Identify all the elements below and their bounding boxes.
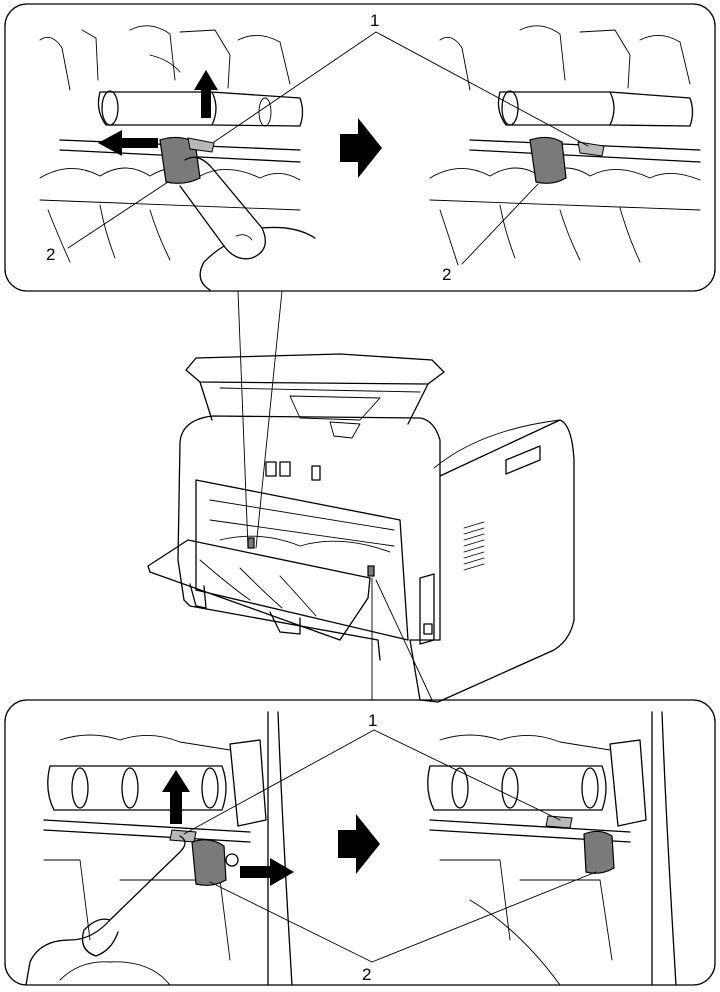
connector-top-right: [255, 290, 283, 549]
lever-1-top-left: [187, 137, 215, 153]
machine-illustration: [147, 353, 575, 703]
leader-1-left: [213, 31, 377, 143]
lever-2-bottom-left: [191, 839, 227, 886]
leader-bottom-2-left: [209, 881, 373, 963]
callout-2-top-right: 2: [442, 265, 451, 284]
leader-bottom-1-right: [373, 729, 561, 821]
up-arrow-icon: [194, 70, 218, 118]
callout-2-top-left: 2: [46, 245, 55, 264]
lever-1-bottom-right: [545, 815, 573, 829]
lever-1-bottom-left: [169, 829, 197, 843]
leader-1-right: [375, 31, 589, 147]
lever-2-bottom-right: [583, 830, 615, 874]
step-arrow-top: [340, 118, 382, 178]
left-arrow-icon: [98, 130, 158, 156]
power-socket: [311, 465, 321, 481]
usb-port: [423, 623, 433, 635]
top-left-mechanism: [39, 25, 316, 291]
vent-grille: [463, 521, 485, 571]
lever-small-left: [247, 537, 255, 549]
bottom-panel-frame: [4, 699, 716, 986]
phone-jack-1: [265, 461, 277, 477]
leader-bottom-2-right: [371, 871, 597, 963]
top-right-mechanism: [429, 25, 701, 266]
leader-bottom-1-left: [183, 729, 375, 835]
lever-2-top-right: [529, 136, 567, 184]
bottom-right-mechanism: [427, 711, 677, 986]
lever-1-top-right: [577, 141, 605, 157]
bottom-detail-panel: 1 2: [4, 699, 716, 986]
up-arrow-icon-bottom: [162, 770, 190, 824]
lever-small-right: [367, 565, 375, 577]
callout-2-bottom: 2: [362, 965, 371, 984]
step-arrow-bottom: [338, 814, 380, 874]
connector-top-left: [237, 290, 249, 549]
phone-jack-2: [279, 461, 291, 477]
callout-1-top: 1: [370, 11, 379, 30]
top-panel-frame: [4, 3, 716, 292]
top-detail-panel: 1 2 2: [4, 3, 716, 292]
right-arrow-icon-bottom: [240, 858, 294, 886]
bottom-left-mechanism: [25, 711, 294, 986]
connector-bottom-right: [375, 579, 433, 701]
callout-1-bottom: 1: [368, 711, 377, 730]
